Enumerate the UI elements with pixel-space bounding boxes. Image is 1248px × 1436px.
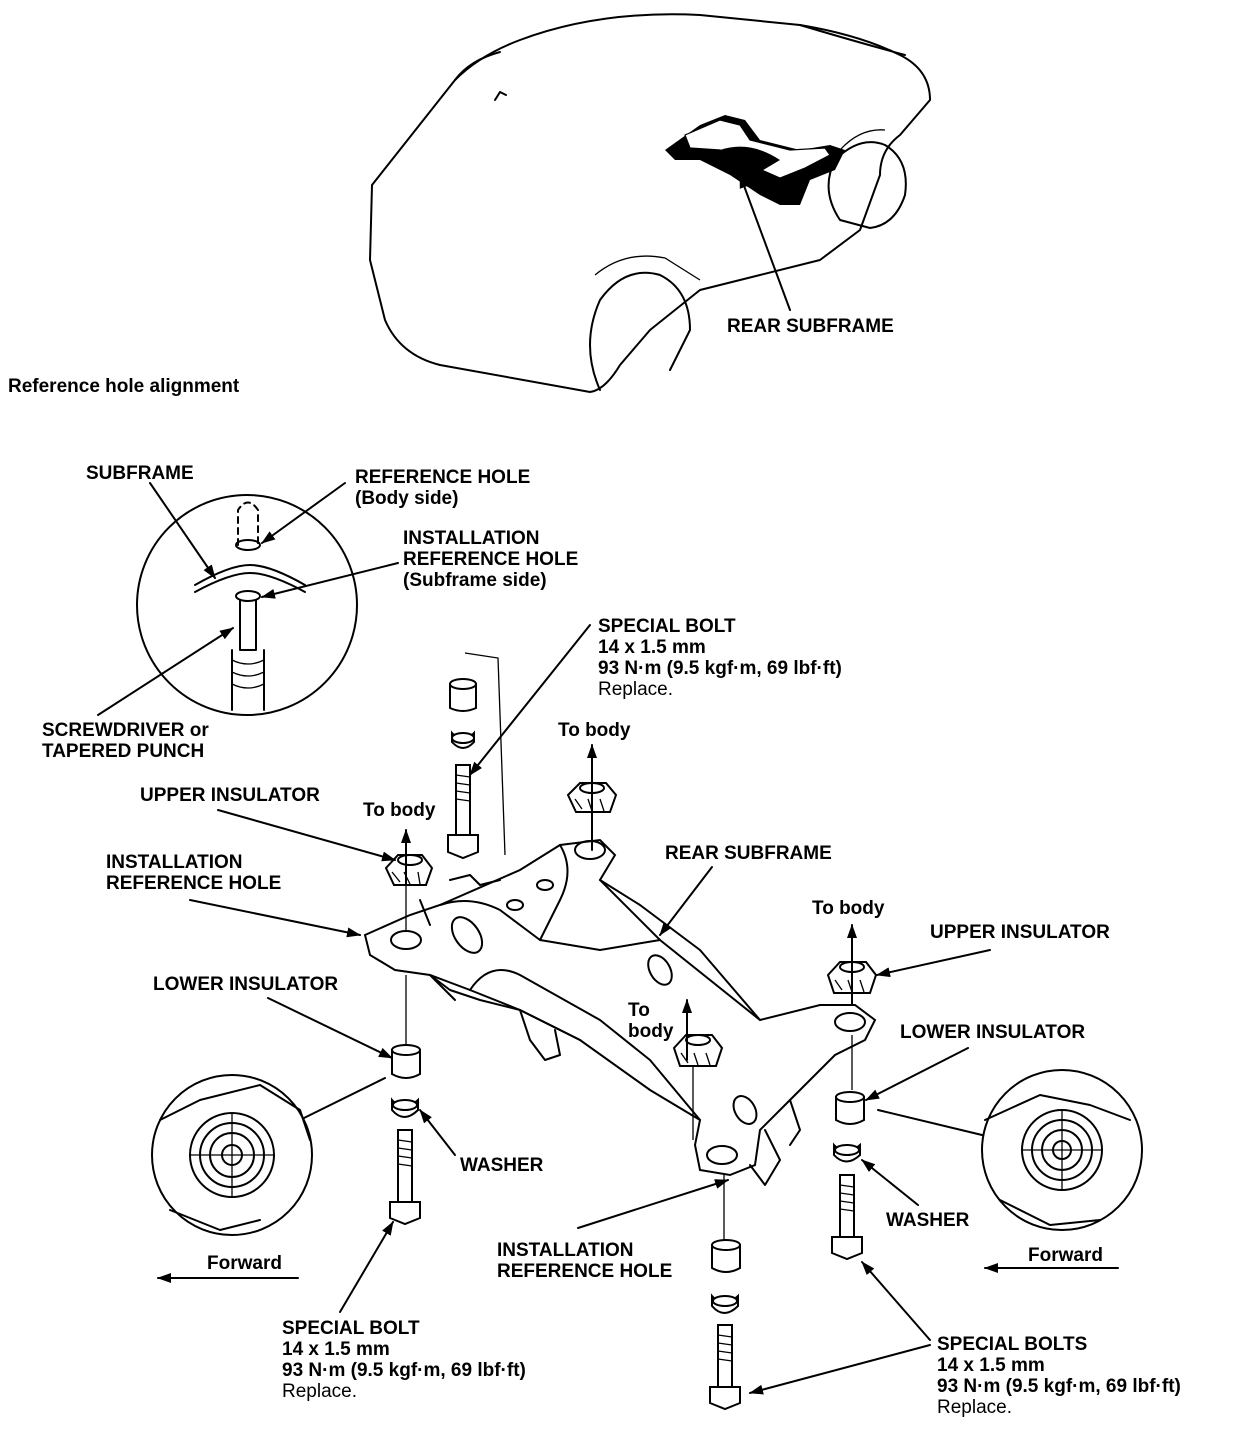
label-installation-reference-hole-left: INSTALLATION REFERENCE HOLE <box>106 852 281 894</box>
label-reference-hole: REFERENCE HOLE (Body side) <box>355 467 530 509</box>
label-to-body-4-line2: body <box>628 1021 674 1042</box>
leader-circle-right <box>877 1109 983 1136</box>
leader-washer-left <box>419 1109 456 1156</box>
label-upper-insulator-right: UPPER INSULATOR <box>930 922 1110 943</box>
label-irh-detail-line2: REFERENCE HOLE <box>403 549 579 570</box>
leader-upper-insulator-left <box>217 809 396 862</box>
label-washer-left: WASHER <box>460 1155 544 1176</box>
label-reference-hole-line1: REFERENCE HOLE <box>355 467 531 488</box>
label-special-bolt-top-line2: 14 x 1.5 mm <box>598 637 706 658</box>
leader-rear-subframe-main <box>659 866 713 936</box>
lower-stack-center <box>709 1175 741 1411</box>
car-subframe-thumbnail <box>665 115 845 205</box>
leader-special-bolt-top <box>469 624 591 776</box>
leader-lower-insulator-right <box>865 1047 969 1101</box>
label-to-body-4: To body <box>628 1000 673 1042</box>
label-irh-detail-line3: (Subframe side) <box>403 570 547 591</box>
label-to-body-3: To body <box>812 898 885 919</box>
leader-special-bolts-right-2 <box>749 1344 931 1395</box>
detail-circle-right <box>981 1069 1143 1231</box>
detail-circle-reference-hole <box>136 494 358 716</box>
label-special-bolt-bottom-line4: Replace. <box>282 1381 357 1402</box>
leader-screwdriver <box>97 627 234 716</box>
label-to-body-1: To body <box>363 800 436 821</box>
label-subframe: SUBFRAME <box>86 463 194 484</box>
leader-circle-left <box>303 1077 386 1119</box>
label-lower-insulator-right: LOWER INSULATOR <box>900 1022 1086 1043</box>
label-special-bolt-top-line1: SPECIAL BOLT <box>598 616 736 637</box>
label-screwdriver-line2: TAPERED PUNCH <box>42 741 205 762</box>
label-to-body-4-line1: To <box>628 1000 650 1021</box>
label-special-bolt-bottom-line1: SPECIAL BOLT <box>282 1318 420 1339</box>
label-special-bolts-right-line4: Replace. <box>937 1397 1012 1418</box>
leader-reference-hole <box>261 482 346 544</box>
leader-rear-subframe-top <box>739 174 791 311</box>
leader-upper-insulator-right <box>876 949 991 978</box>
label-special-bolt-top-line4: Replace. <box>598 679 673 700</box>
label-rear-subframe-main: REAR SUBFRAME <box>665 843 832 864</box>
detail-circle-left <box>151 1074 313 1236</box>
label-washer-right: WASHER <box>886 1210 970 1231</box>
label-lower-insulator-left: LOWER INSULATOR <box>153 974 339 995</box>
label-irh-left-line2: REFERENCE HOLE <box>106 873 282 894</box>
label-special-bolts-right: SPECIAL BOLTS 14 x 1.5 mm 93 N·m (9.5 kg… <box>937 1334 1181 1418</box>
label-special-bolts-right-line3: 93 N·m (9.5 kgf·m, 69 lbf·ft) <box>937 1376 1181 1397</box>
car-outline <box>369 13 931 393</box>
label-forward-right: Forward <box>1028 1245 1103 1266</box>
leader-washer-right <box>861 1159 919 1206</box>
label-irh-detail-line1: INSTALLATION <box>403 528 540 549</box>
lower-stack-left <box>389 975 421 1226</box>
label-irh-bottom-line1: INSTALLATION <box>497 1240 634 1261</box>
leader-special-bolt-bottom <box>339 1221 394 1313</box>
label-irh-bottom-line2: REFERENCE HOLE <box>497 1261 673 1282</box>
label-irh-left-line1: INSTALLATION <box>106 852 243 873</box>
reference-line <box>464 652 506 856</box>
label-upper-insulator-left: UPPER INSULATOR <box>140 785 320 806</box>
label-special-bolt-bottom: SPECIAL BOLT 14 x 1.5 mm 93 N·m (9.5 kgf… <box>282 1318 526 1402</box>
upper-insulator-left <box>384 854 434 930</box>
label-screwdriver: SCREWDRIVER or TAPERED PUNCH <box>42 720 209 762</box>
label-screwdriver-line1: SCREWDRIVER or <box>42 720 209 741</box>
label-special-bolt-top-line3: 93 N·m (9.5 kgf·m, 69 lbf·ft) <box>598 658 842 679</box>
leader-subframe <box>149 482 216 579</box>
label-reference-hole-line2: (Body side) <box>355 488 459 509</box>
label-installation-reference-hole-bottom: INSTALLATION REFERENCE HOLE <box>497 1240 672 1282</box>
label-rear-subframe-top: REAR SUBFRAME <box>727 316 894 337</box>
leader-special-bolts-right-1 <box>861 1261 931 1341</box>
label-installation-reference-hole-detail: INSTALLATION REFERENCE HOLE (Subframe si… <box>403 528 578 591</box>
leader-lower-insulator-left <box>267 997 393 1059</box>
leader-installation-hole-left <box>189 899 361 938</box>
rear-subframe-main <box>363 838 877 1186</box>
label-special-bolt-bottom-line2: 14 x 1.5 mm <box>282 1339 390 1360</box>
page-title: Reference hole alignment <box>8 376 240 397</box>
label-special-bolts-right-line2: 14 x 1.5 mm <box>937 1355 1045 1376</box>
label-to-body-2: To body <box>558 720 631 741</box>
label-forward-left: Forward <box>207 1253 282 1274</box>
leader-installation-hole-bottom <box>577 1179 729 1229</box>
lower-stack-right <box>831 1035 865 1261</box>
label-special-bolt-top: SPECIAL BOLT 14 x 1.5 mm 93 N·m (9.5 kgf… <box>598 616 842 700</box>
label-special-bolts-right-line1: SPECIAL BOLTS <box>937 1334 1088 1355</box>
leader-installation-hole-detail <box>261 562 399 599</box>
label-special-bolt-bottom-line3: 93 N·m (9.5 kgf·m, 69 lbf·ft) <box>282 1360 526 1381</box>
top-bolt-stack <box>447 678 479 860</box>
